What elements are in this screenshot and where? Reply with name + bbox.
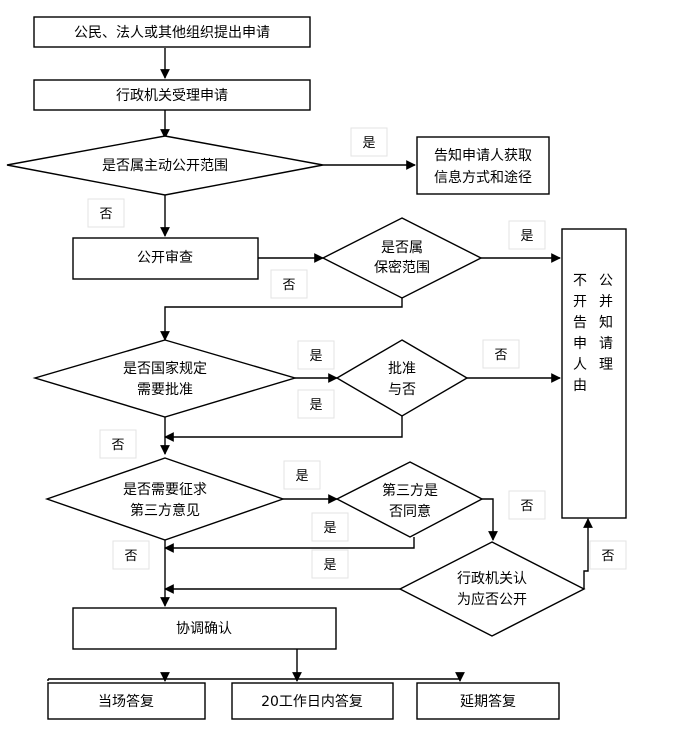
svg-text:是: 是: [323, 521, 336, 536]
svg-text:由: 由: [573, 378, 587, 394]
label-yes-agency: 是: [311, 549, 349, 579]
decision-proactive-scope-text: 是否属主动公开范围: [102, 157, 228, 174]
svg-text:否: 否: [111, 438, 124, 453]
svg-text:知: 知: [599, 314, 613, 331]
node-coordinate: 协调确认: [72, 607, 337, 650]
label-no-approved: 否: [482, 339, 520, 369]
decision-need-opinion-line2: 第三方意见: [130, 502, 200, 519]
connectors: [47, 48, 593, 682]
node-not-public-col1: 不 开 告 申 人 由: [573, 273, 587, 394]
arrow-secret-no: [160, 298, 403, 341]
svg-text:理: 理: [599, 357, 613, 373]
node-accept: 行政机关受理申请: [33, 79, 311, 111]
decision-agency-decide-line2: 为应否公开: [457, 591, 527, 608]
decision-need-approval-line1: 是否国家规定: [123, 360, 207, 377]
node-reply-20days: 20工作日内答复: [231, 682, 394, 720]
decision-need-opinion-line1: 是否需要征求: [123, 482, 207, 498]
arrow-approved-yes: [164, 416, 403, 442]
label-yes-opinion: 是: [283, 460, 321, 490]
svg-text:是: 是: [309, 349, 322, 364]
svg-text:是: 是: [520, 229, 533, 244]
decision-need-approval: 是否国家规定 需要批准: [32, 339, 298, 418]
decision-agency-decide-line1: 行政机关认: [457, 571, 527, 587]
decision-approved-line1: 批准: [388, 361, 416, 377]
node-not-public: 不 开 告 申 人 由 公 并 知 请 理: [561, 228, 627, 519]
node-reply-delay-text: 延期答复: [460, 693, 516, 710]
arrow-third-party-no: [482, 498, 498, 541]
arrow-agency-no: [583, 518, 593, 589]
node-inform-channel-line1: 告知申请人获取: [434, 147, 532, 164]
node-not-public-col2: 公 并 知 请 理: [599, 273, 613, 373]
node-review: 公开审查: [72, 237, 259, 280]
svg-text:否: 否: [494, 348, 507, 363]
node-reply-delay: 延期答复: [416, 682, 560, 720]
svg-text:是: 是: [309, 398, 322, 413]
svg-text:否: 否: [99, 207, 112, 222]
node-reply-now: 当场答复: [47, 682, 206, 720]
svg-text:并: 并: [599, 294, 613, 310]
label-no-third-party: 否: [508, 490, 546, 520]
node-reply-20days-text: 20工作日内答复: [261, 693, 363, 710]
node-inform-channel: 告知申请人获取 信息方式和途径: [416, 136, 550, 195]
node-submit: 公民、法人或其他组织提出申请: [33, 16, 311, 48]
decision-third-party-agree: 第三方是 否同意: [335, 461, 484, 538]
arrow-third-party-yes: [164, 537, 415, 553]
decision-third-party-line1: 第三方是: [382, 482, 438, 499]
node-inform-channel-line2: 信息方式和途径: [434, 169, 532, 186]
label-no-approval: 否: [99, 429, 137, 459]
label-yes-secret: 是: [508, 220, 546, 250]
label-no-agency: 否: [589, 540, 627, 570]
svg-text:人: 人: [573, 357, 587, 373]
label-no-review: 否: [87, 198, 125, 228]
label-no-opinion: 否: [112, 540, 150, 570]
svg-text:否: 否: [520, 499, 533, 514]
svg-text:公: 公: [599, 273, 613, 289]
decision-third-party-line2: 否同意: [389, 503, 431, 520]
label-yes-approval-bottom: 是: [297, 389, 335, 419]
node-review-text: 公开审查: [137, 250, 193, 266]
label-no-secret: 否: [270, 269, 308, 299]
label-yes-third-party: 是: [311, 512, 349, 542]
decision-need-opinion: 是否需要征求 第三方意见: [44, 457, 286, 541]
svg-text:否: 否: [124, 549, 137, 564]
decision-need-approval-line2: 需要批准: [137, 382, 193, 398]
label-yes-approval-top: 是: [297, 340, 335, 370]
decision-agency-decide: 行政机关认 为应否公开: [398, 541, 586, 637]
svg-text:开: 开: [573, 294, 587, 310]
node-accept-text: 行政机关受理申请: [116, 88, 228, 104]
decision-secret-scope: 是否属 保密范围: [321, 217, 483, 299]
node-coordinate-text: 协调确认: [176, 621, 232, 637]
svg-text:是: 是: [323, 558, 336, 573]
decision-approved-line2: 与否: [388, 382, 416, 398]
decision-approved: 批准 与否: [335, 339, 469, 417]
svg-text:否: 否: [282, 278, 295, 293]
node-reply-now-text: 当场答复: [98, 693, 154, 710]
edge-labels: 是 否 是 否 是 是 否 否: [87, 127, 627, 579]
decision-secret-scope-line1: 是否属: [381, 240, 423, 256]
decision-secret-scope-line2: 保密范围: [374, 259, 430, 276]
node-submit-text: 公民、法人或其他组织提出申请: [74, 25, 270, 41]
decision-proactive-scope: 是否属主动公开范围: [6, 135, 324, 196]
svg-text:告: 告: [573, 315, 587, 331]
svg-text:不: 不: [573, 273, 587, 289]
svg-text:请: 请: [599, 336, 613, 352]
svg-text:否: 否: [601, 549, 614, 564]
svg-text:是: 是: [362, 136, 375, 151]
svg-text:申: 申: [573, 336, 587, 352]
label-yes-inform: 是: [350, 127, 388, 157]
svg-text:是: 是: [295, 469, 308, 484]
